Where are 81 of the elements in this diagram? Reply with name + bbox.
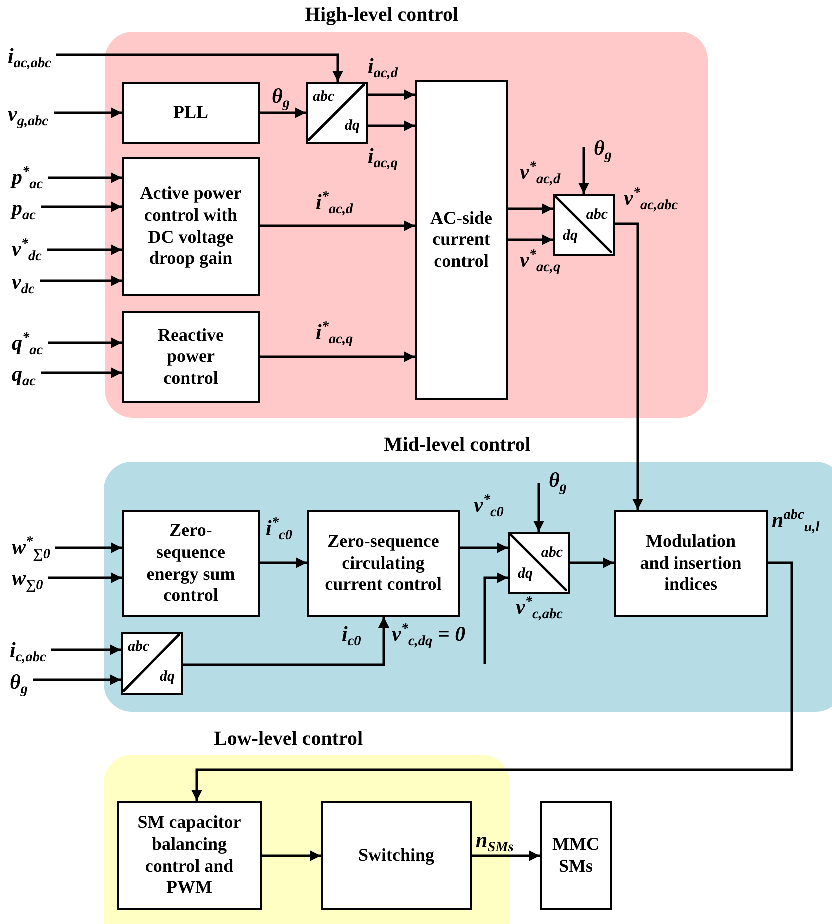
transform-label: abc [586,208,608,223]
arrow [40,276,122,286]
arrow [368,90,415,100]
transform-block [306,82,368,144]
block-text: Reactive power control [157,324,225,390]
process-block [122,82,260,144]
arrow [48,338,122,348]
transform-block [553,194,615,256]
edge-label: θ$_{g}$ [549,468,568,492]
signal-name: v$_{dc}$ [12,268,40,296]
signal-name: v$_{g,abc}$ [8,100,54,128]
arrow [192,562,794,801]
signal-name: i$_{ac,abc}$ [8,42,56,70]
block-text: Switching [358,844,435,866]
process-block [122,311,260,403]
arrow [262,850,321,862]
process-block [540,801,612,910]
block-text: SM capacitor balancing control and PWM [136,812,242,899]
arrow [534,483,544,532]
arrow [615,222,644,510]
arrow [260,108,306,118]
transform-label: dq [518,567,533,582]
process-block [614,510,768,617]
arrow [56,54,344,82]
transform-label: dq [160,670,175,685]
edge-label: θ$_{g}$ [594,136,612,160]
arrow [578,147,590,194]
transform-label: abc [541,546,563,561]
arrow [570,558,614,568]
arrow [41,368,122,378]
edge-label: n$_{SMs}$ [476,828,514,852]
process-block [415,80,508,400]
arrow [183,617,390,666]
arrow [460,542,508,554]
region-title: Low-level control [214,728,364,751]
arrow [33,674,121,686]
block-text: PLL [173,102,208,124]
transform-label: abc [128,640,150,655]
arrow [48,572,122,584]
signal-name: w$_{∑0}$ [12,564,48,592]
arrow [260,558,307,568]
edge-label: i$_{c0}$ [342,622,362,646]
process-block [307,510,460,617]
signal-name: q$_{ac}$ [12,360,41,388]
region-title: High-level control [305,4,458,27]
process-block [122,157,260,296]
arrow [368,120,415,132]
transform-block [121,632,183,695]
arrow [54,108,122,118]
transform-label: dq [563,229,578,244]
arrow [47,244,122,256]
process-block [122,510,260,617]
signal-name: θ$_{g}$ [10,668,34,696]
edge-label: i$_{ac,q}$ [368,144,398,168]
block-text: Active power control with DC voltage droop gain [139,183,243,270]
transform-label: abc [313,90,335,105]
arrow [260,220,415,232]
block-text: Zero-sequence circulating current control [324,531,443,596]
arrow [508,204,553,214]
edge-label: θ$_{g}$ [272,84,290,108]
block-text: Zero-sequence energy sum control [146,520,236,607]
signal-name: i$_{c,abc}$ [10,636,52,664]
transform-label: dq [345,119,360,134]
block-text: Modulation and insertion indices [639,531,743,596]
edge-label: i$_{ac,d}$ [368,54,398,78]
arrow [51,644,121,656]
edge-label: v$^{*}$$_{c,dq}$ = 0 [392,622,466,646]
arrow [484,572,508,664]
arrow [508,234,553,246]
arrow [472,850,540,862]
region-title: Mid-level control [384,434,531,457]
signal-name: p$_{ac}$ [12,194,41,222]
block-text: AC-side current control [430,208,494,272]
block-text: MMC SMs [552,834,600,878]
transform-block [508,532,570,594]
process-block [321,801,472,910]
process-block [117,801,262,910]
arrow [55,542,122,554]
arrow [41,202,122,212]
arrow [260,352,415,362]
arrow [48,172,122,184]
